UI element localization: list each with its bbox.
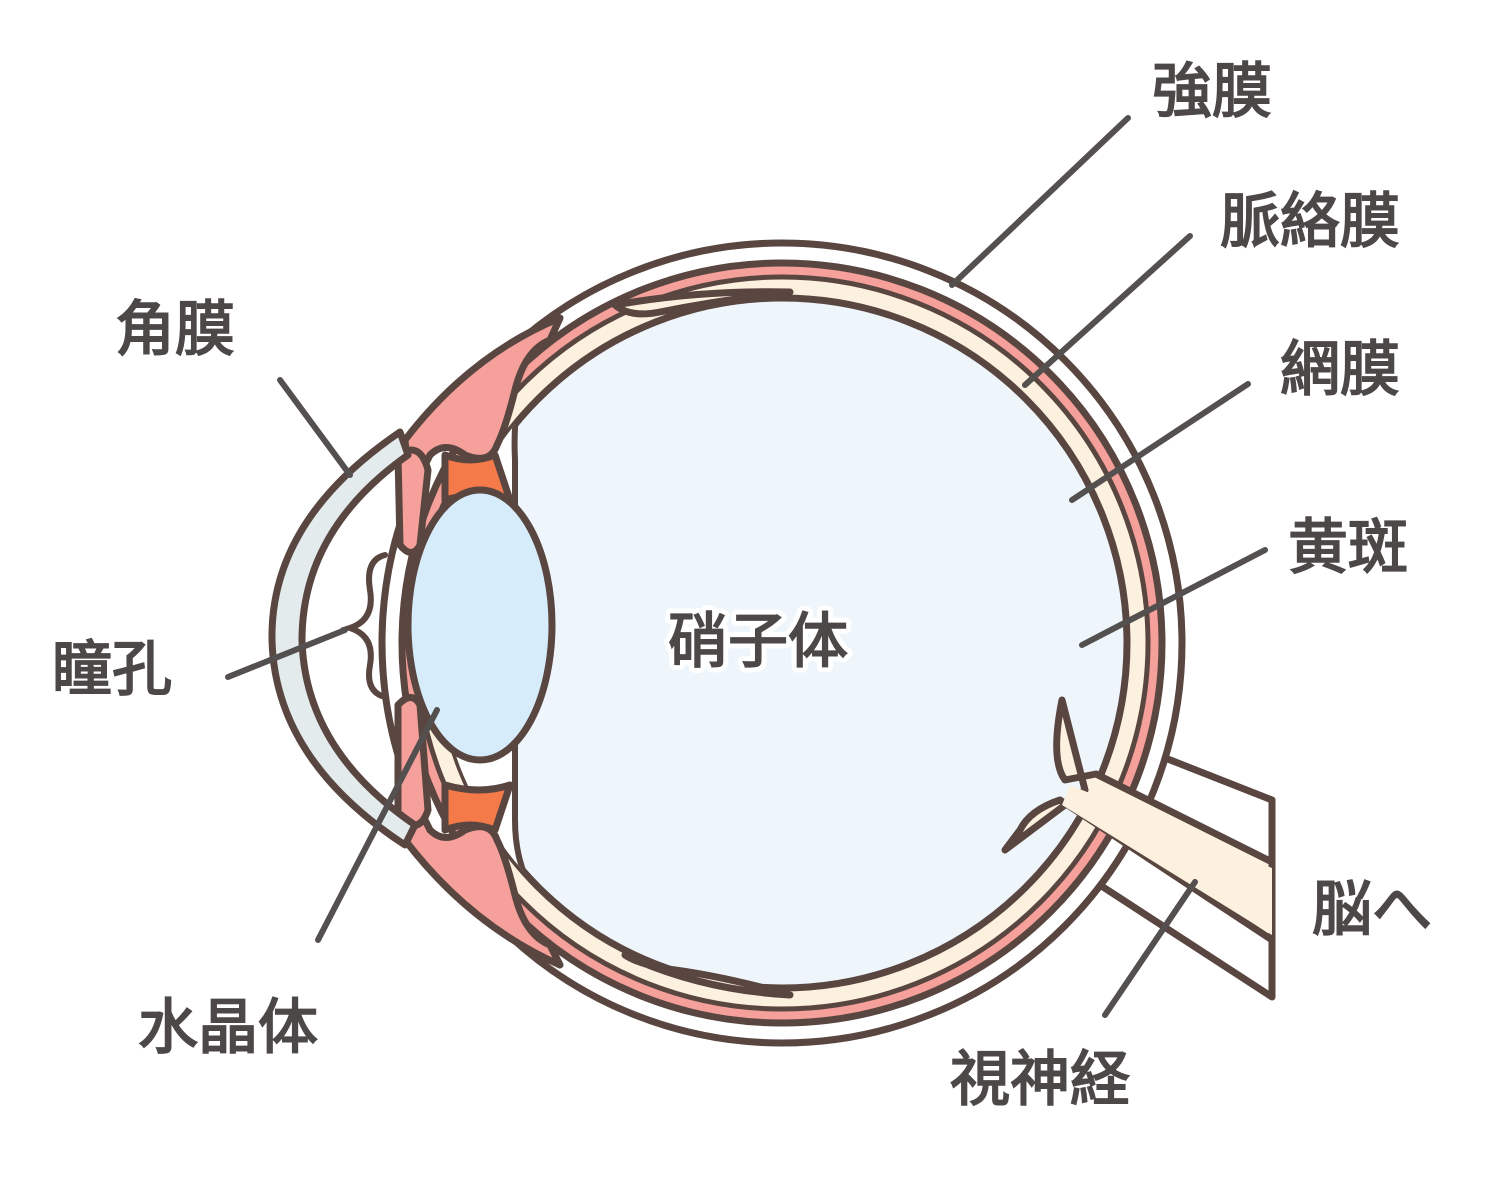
label-choroid: 脈絡膜 bbox=[1220, 187, 1400, 257]
label-macula: 黄斑 bbox=[1288, 513, 1408, 583]
cornea bbox=[268, 428, 419, 849]
label-cornea: 角膜 bbox=[115, 295, 235, 365]
leader-lens bbox=[315, 707, 440, 943]
label-vitreous: 硝子体 bbox=[668, 607, 848, 677]
leader-pupil bbox=[225, 627, 348, 680]
ciliary-body-bottom bbox=[401, 786, 564, 969]
label-sclera: 強膜 bbox=[1152, 57, 1272, 127]
leader-macula bbox=[1079, 547, 1268, 648]
retina-edge-top bbox=[611, 288, 794, 318]
ciliary-muscle-bottom bbox=[441, 781, 514, 834]
leader-choroid bbox=[1022, 233, 1193, 388]
optic-nerve-core bbox=[1062, 785, 1272, 935]
label-pupil: 瞳孔 bbox=[52, 635, 172, 705]
leader-cornea bbox=[277, 377, 353, 478]
retina-edge-bottom bbox=[621, 951, 794, 999]
pupil-bracket bbox=[340, 552, 388, 700]
leader-sclera bbox=[949, 115, 1131, 288]
ciliary-body-top bbox=[401, 314, 564, 499]
label-optic-nerve: 視神経 bbox=[950, 1045, 1131, 1115]
label-lens: 水晶体 bbox=[138, 993, 318, 1063]
label-retina: 網膜 bbox=[1280, 335, 1400, 405]
crystalline-lens bbox=[404, 486, 556, 764]
leader-optic-nerve bbox=[1102, 879, 1198, 1018]
leader-retina bbox=[1069, 381, 1251, 503]
label-to-brain: 脳へ bbox=[1312, 875, 1432, 945]
